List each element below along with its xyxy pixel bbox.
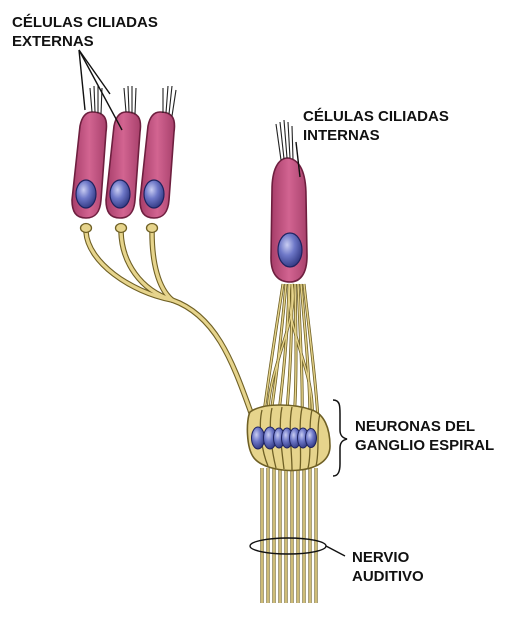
label-spiral-ganglion-line1: NEURONAS DEL — [355, 418, 476, 435]
outer-hair-cells-pointer — [78, 49, 123, 131]
outer-hair-cell-fibers — [83, 229, 265, 437]
inner-hair-cell-fibers — [261, 283, 320, 421]
inner-hair-cell — [270, 119, 308, 283]
ganglion-nuclei — [251, 426, 317, 450]
spiral-ganglion — [246, 404, 331, 472]
outer-hair-cell-2 — [105, 85, 142, 219]
label-outer-hair-cells-line2: EXTERNAS — [12, 33, 94, 50]
label-spiral-ganglion-neurons: NEURONAS DEL GANGLIO ESPIRAL — [355, 417, 494, 455]
label-auditory-nerve: NERVIO AUDITIVO — [352, 548, 424, 586]
label-inner-hair-cells: CÉLULAS CILIADAS INTERNAS — [303, 107, 449, 145]
inner-hair-cells-pointer — [295, 141, 301, 178]
auditory-nerve-pointer — [325, 545, 346, 557]
label-outer-hair-cells-line1: CÉLULAS CILIADAS — [12, 14, 158, 31]
label-spiral-ganglion-line2: GANGLIO ESPIRAL — [355, 437, 495, 454]
label-auditory-nerve-line2: AUDITIVO — [352, 568, 424, 585]
label-inner-hair-cells-line2: INTERNAS — [303, 127, 380, 144]
auditory-nerve-fibers — [260, 468, 318, 603]
label-inner-hair-cells-line1: CÉLULAS CILIADAS — [303, 108, 449, 125]
outer-hair-cell-3 — [139, 85, 177, 219]
label-outer-hair-cells: CÉLULAS CILIADAS EXTERNAS — [12, 13, 158, 51]
outer-hair-cell-terminals — [79, 222, 159, 234]
outer-hair-cells — [71, 85, 177, 219]
outer-hair-cell-1 — [71, 85, 108, 219]
ganglion-bracket — [332, 399, 348, 477]
label-auditory-nerve-line1: NERVIO — [352, 549, 410, 566]
